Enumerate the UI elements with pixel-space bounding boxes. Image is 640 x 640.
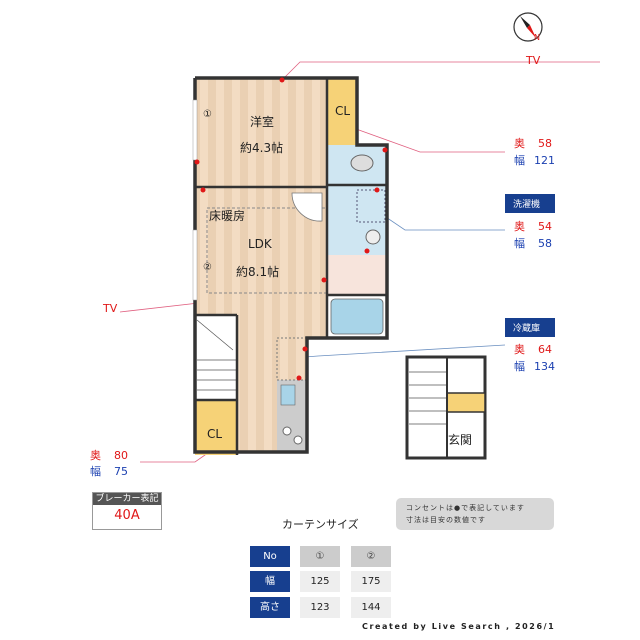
svg-text:58: 58 — [538, 237, 552, 250]
svg-text:幅: 幅 — [514, 237, 525, 250]
room-size-ldk: 約8.1帖 — [236, 264, 279, 279]
window-2-marker: ② — [203, 262, 212, 273]
compass-icon: N — [513, 12, 543, 42]
fridge-label: 冷蔵庫 — [513, 322, 540, 334]
window-1-marker: ① — [203, 109, 212, 120]
svg-text:奥: 奥 — [514, 342, 525, 356]
tv-left-label: TV — [102, 302, 118, 315]
closet-bottom-label: CL — [207, 427, 222, 441]
svg-text:54: 54 — [538, 220, 552, 233]
curtain-size-title: カーテンサイズ — [282, 518, 359, 531]
room-name-western: 洋室 — [250, 114, 274, 129]
room-size-western: 約4.3帖 — [240, 140, 283, 155]
svg-text:64: 64 — [538, 343, 552, 356]
entrance-label: 玄関 — [448, 432, 472, 447]
outlet-markers — [194, 77, 388, 381]
breaker-value: 40A — [114, 508, 140, 523]
svg-text:幅: 幅 — [514, 360, 525, 373]
legend-note: コンセントは●で表記しています 寸法は目安の数値です — [396, 498, 554, 530]
floor-heating-label: 床暖房 — [209, 208, 245, 223]
breaker-box: ブレーカー表記 40A — [92, 492, 162, 530]
svg-text:幅: 幅 — [90, 465, 101, 478]
main-floor — [192, 76, 389, 455]
entrance-floor — [405, 355, 487, 460]
svg-text:75: 75 — [114, 465, 128, 478]
svg-text:121: 121 — [534, 154, 555, 167]
svg-text:幅: 幅 — [514, 154, 525, 167]
svg-text:奥: 奥 — [514, 136, 525, 150]
svg-text:奥: 奥 — [90, 448, 101, 462]
svg-text:58: 58 — [538, 137, 552, 150]
svg-text:奥: 奥 — [514, 219, 525, 233]
svg-text:80: 80 — [114, 449, 128, 462]
washer-label: 洗濯機 — [513, 198, 540, 210]
tv-top-label: TV — [525, 54, 541, 67]
room-name-ldk: LDK — [248, 237, 273, 251]
credit-text: Created by Live Search , 2026/1 — [362, 622, 556, 631]
svg-text:N: N — [534, 33, 540, 42]
breaker-label: ブレーカー表記 — [93, 493, 161, 505]
closet-top-label: CL — [335, 104, 350, 118]
svg-text:134: 134 — [534, 360, 555, 373]
